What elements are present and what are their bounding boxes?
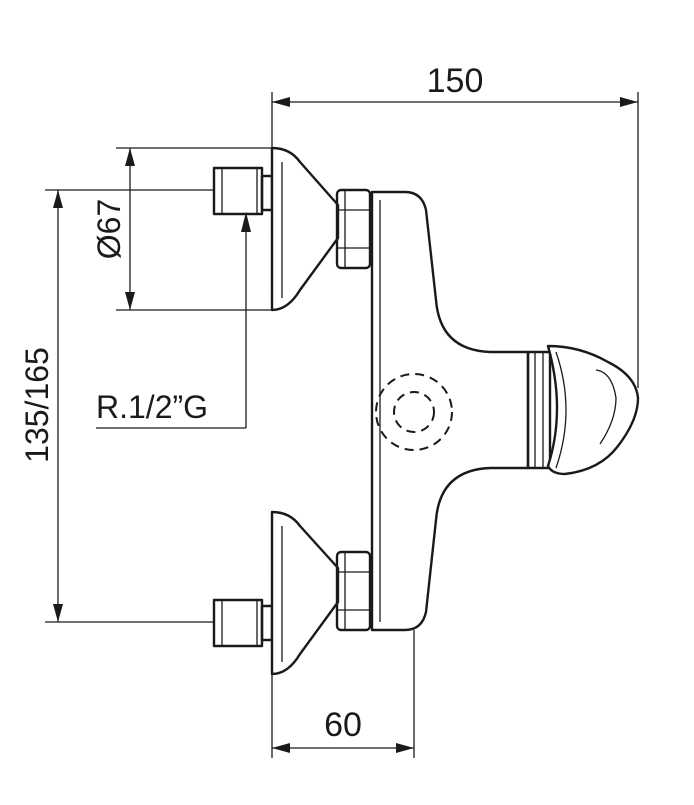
dimension-label-135-165: 135/165 <box>19 347 55 463</box>
diverter-outlet-hidden <box>375 373 453 451</box>
dimension-overall-width: 150 <box>271 62 639 388</box>
dimension-label-150: 150 <box>427 62 484 100</box>
dimension-label-60: 60 <box>324 706 362 744</box>
upper-eccentric-connector <box>212 146 340 312</box>
mixer-body <box>370 190 530 632</box>
dimension-eccentric-centers: 135/165 <box>19 189 215 623</box>
upper-hex-nut <box>335 188 372 270</box>
lever-handle <box>526 344 640 476</box>
dimension-diameter: Ø67 <box>91 147 272 311</box>
dimension-depth: 60 <box>271 630 415 758</box>
thread-callout: R.1/2”G <box>96 212 251 429</box>
lower-hex-nut <box>335 550 372 632</box>
lower-eccentric-connector <box>212 510 340 676</box>
thread-label: R.1/2”G <box>96 389 208 425</box>
dimension-label-diameter: Ø67 <box>91 199 127 259</box>
